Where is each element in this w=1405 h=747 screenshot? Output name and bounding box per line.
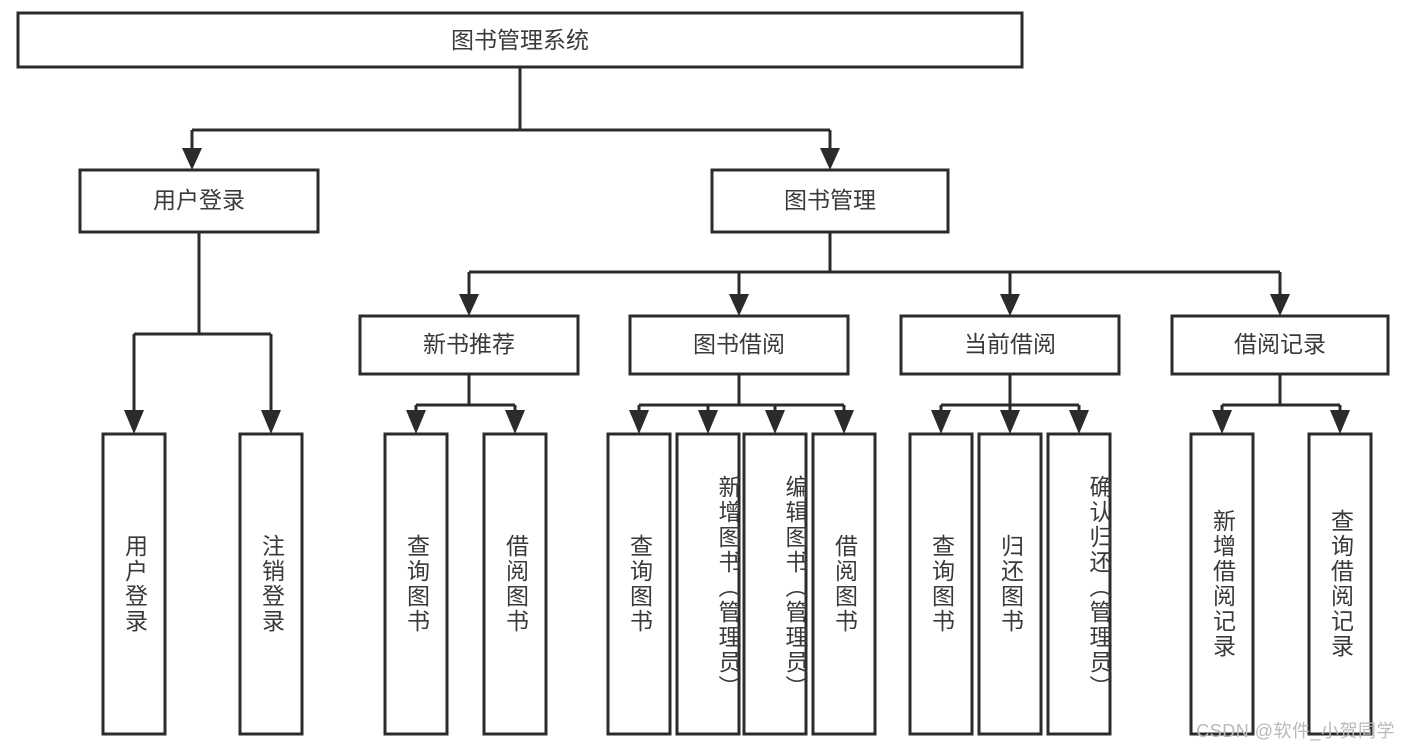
arrow-head-book-borrow xyxy=(729,294,749,316)
arrow-head-borrow-record xyxy=(1270,294,1290,316)
node-leaf-add-book[interactable] xyxy=(675,432,741,736)
node-leaf-query-record[interactable] xyxy=(1307,432,1373,736)
node-leaf-query-book-1[interactable] xyxy=(383,432,449,736)
node-leaf-confirm-return[interactable] xyxy=(1046,432,1112,736)
node-user-login-label: 用户登录 xyxy=(153,187,245,213)
node-root-label: 图书管理系统 xyxy=(451,27,589,53)
node-new-book-recommend-label: 新书推荐 xyxy=(423,331,515,357)
arrow-head-current-borrow xyxy=(1000,294,1020,316)
arrow-head-leaf-add-book xyxy=(698,410,718,434)
arrow-head-leaf-query-book-3 xyxy=(931,410,951,434)
arrow-head-user-login xyxy=(182,148,202,170)
node-leaf-add-record[interactable] xyxy=(1189,432,1255,736)
node-root[interactable] xyxy=(16,11,1024,69)
node-layer: 图书管理系统 用户登录 图书管理 新书推荐 图书借阅 当前借阅 借阅记录 xyxy=(16,11,1390,736)
node-current-borrow[interactable] xyxy=(899,314,1121,376)
node-leaf-return-book[interactable] xyxy=(977,432,1043,736)
arrow-head-leaf-add-record xyxy=(1212,410,1232,434)
watermark: CSDN @软件_小贺同学 xyxy=(1196,721,1395,741)
node-leaf-edit-book[interactable] xyxy=(742,432,808,736)
node-book-borrow-label: 图书借阅 xyxy=(693,331,785,357)
node-borrow-record[interactable] xyxy=(1170,314,1390,376)
arrow-head-leaf-user-login xyxy=(124,410,144,434)
node-leaf-user-logout[interactable] xyxy=(238,432,304,736)
node-user-login[interactable] xyxy=(78,168,320,234)
arrow-head-leaf-borrow-book-2 xyxy=(834,410,854,434)
node-book-borrow[interactable] xyxy=(628,314,850,376)
arrow-head-leaf-user-logout xyxy=(261,410,281,434)
node-leaf-borrow-book-2[interactable] xyxy=(811,432,877,736)
node-borrow-record-label: 借阅记录 xyxy=(1234,331,1326,357)
arrow-head-leaf-borrow-book-1 xyxy=(505,410,525,434)
arrow-head-leaf-query-book-1 xyxy=(406,410,426,434)
arrow-head-leaf-query-book-2 xyxy=(629,410,649,434)
node-leaf-query-book-2[interactable] xyxy=(606,432,672,736)
arrow-head-new-book-recommend xyxy=(459,294,479,316)
arrow-head-leaf-confirm-return xyxy=(1069,410,1089,434)
node-leaf-borrow-book-1[interactable] xyxy=(482,432,548,736)
arrow-head-leaf-edit-book xyxy=(765,410,785,434)
arrow-head-book-management xyxy=(820,148,840,170)
node-new-book-recommend[interactable] xyxy=(358,314,580,376)
arrow-head-leaf-query-record xyxy=(1330,410,1350,434)
node-leaf-user-login[interactable] xyxy=(101,432,167,736)
node-leaf-query-book-3[interactable] xyxy=(908,432,974,736)
node-book-management[interactable] xyxy=(710,168,950,234)
connector-layer xyxy=(124,67,1350,434)
node-book-management-label: 图书管理 xyxy=(784,187,876,213)
node-current-borrow-label: 当前借阅 xyxy=(964,331,1056,357)
arrow-head-leaf-return-book xyxy=(1000,410,1020,434)
